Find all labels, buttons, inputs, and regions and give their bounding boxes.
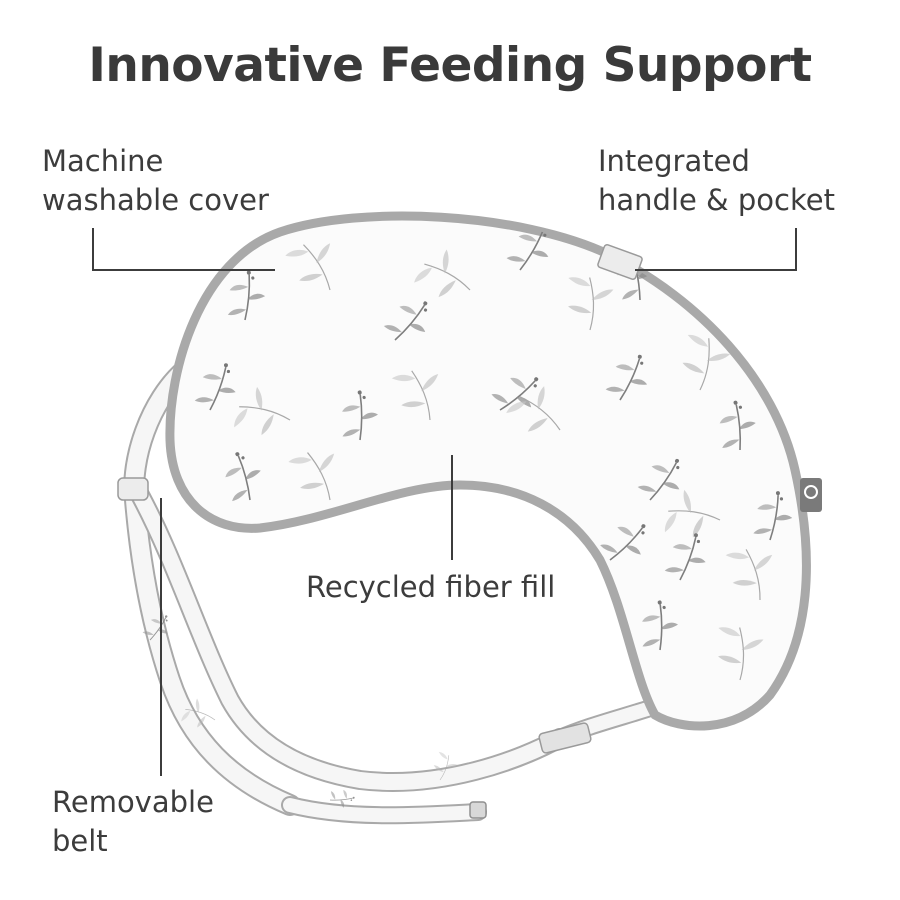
callout-fiber-fill: Recycled fiber fill	[306, 568, 555, 607]
callout-text: Integrated	[598, 144, 750, 178]
callout-washable-cover: Machine washable cover	[42, 142, 269, 220]
callout-handle-pocket: Integrated handle & pocket	[598, 142, 835, 220]
handle-tab	[597, 243, 643, 281]
pillow-body	[165, 211, 822, 731]
handle-leader-line	[635, 228, 797, 271]
page-title: Innovative Feeding Support	[88, 38, 812, 93]
callout-text: Recycled fiber fill	[306, 570, 556, 604]
callout-text: handle & pocket	[598, 183, 835, 217]
belt-strap	[117, 359, 663, 825]
callout-text: belt	[52, 824, 108, 858]
brand-tag-icon	[800, 478, 822, 512]
callout-text: Removable	[52, 785, 214, 819]
callout-text: washable cover	[42, 183, 269, 217]
callout-text: Machine	[42, 144, 164, 178]
buckle-icon	[538, 722, 592, 754]
cover-leader-line	[92, 228, 275, 271]
callout-removable-belt: Removable belt	[52, 783, 214, 861]
